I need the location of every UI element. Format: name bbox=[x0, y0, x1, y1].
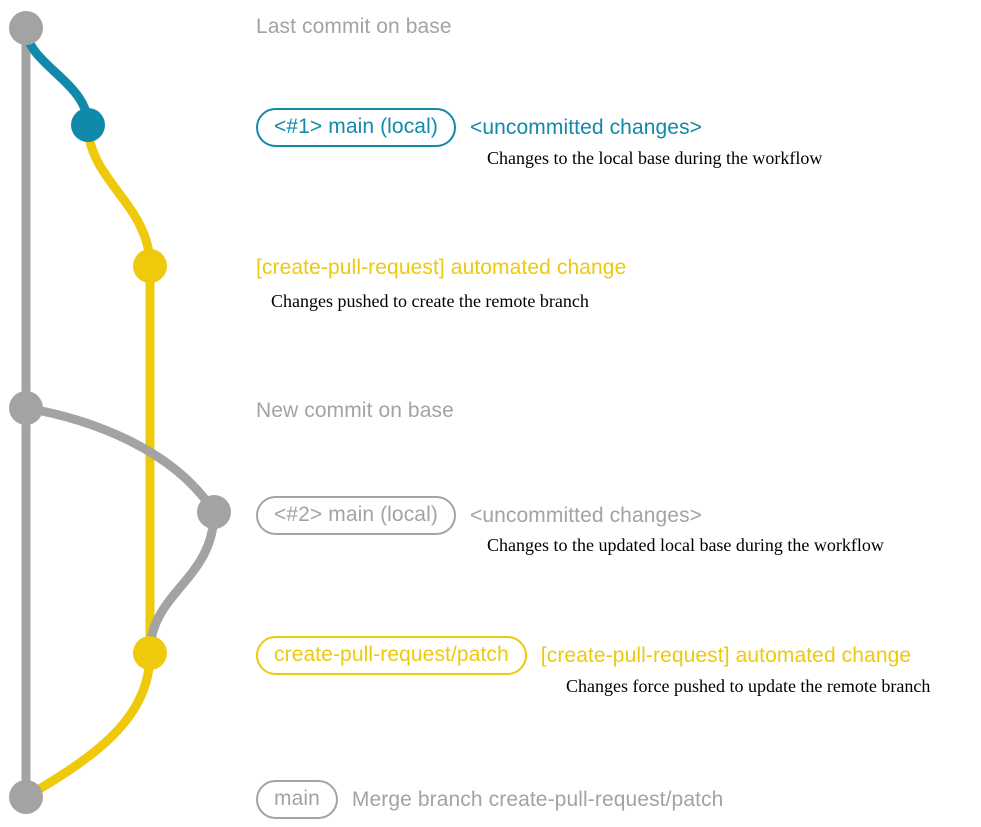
caption-local-change-2: Changes to the updated local base during… bbox=[487, 535, 884, 555]
edge-local2-to-cpr2 bbox=[145, 507, 219, 658]
node-local-2 bbox=[197, 495, 231, 529]
subject-merge-branch: Merge branch create-pull-request/patch bbox=[351, 788, 724, 811]
node-cpr-1 bbox=[133, 249, 167, 283]
subject-uncommitted-changes-2: <uncommitted changes> bbox=[469, 504, 703, 527]
node-merge bbox=[9, 780, 43, 814]
entry-merge-commit: main Merge branch create-pull-request/pa… bbox=[256, 780, 723, 819]
node-group bbox=[9, 11, 231, 814]
entry-local-change-1: <#1> main (local) <uncommitted changes> bbox=[256, 108, 702, 147]
subject-uncommitted-changes-1: <uncommitted changes> bbox=[469, 116, 703, 139]
caption-automated-change-2: Changes force pushed to update the remot… bbox=[566, 676, 931, 696]
subject-automated-change-2: [create-pull-request] automated change bbox=[540, 644, 912, 667]
edge-local1-to-cpr1 bbox=[83, 120, 155, 271]
node-base-new bbox=[9, 391, 43, 425]
headline-automated-change-1: [create-pull-request] automated change bbox=[256, 256, 627, 279]
badge-main[interactable]: main bbox=[256, 780, 338, 819]
edge-basenew-to-local2 bbox=[21, 403, 219, 517]
headline-last-commit-on-base: Last commit on base bbox=[256, 15, 452, 38]
entry-automated-change-2: create-pull-request/patch [create-pull-r… bbox=[256, 636, 911, 675]
badge-create-pull-request-patch[interactable]: create-pull-request/patch bbox=[256, 636, 527, 675]
badge-main-local-1[interactable]: <#1> main (local) bbox=[256, 108, 456, 147]
node-base-last bbox=[9, 11, 43, 45]
edge-cpr2-to-merge bbox=[21, 648, 155, 802]
headline-new-commit-on-base: New commit on base bbox=[256, 399, 454, 422]
badge-main-local-2[interactable]: <#2> main (local) bbox=[256, 496, 456, 535]
node-cpr-2 bbox=[133, 636, 167, 670]
entry-local-change-2: <#2> main (local) <uncommitted changes> bbox=[256, 496, 702, 535]
caption-local-change-1: Changes to the local base during the wor… bbox=[487, 148, 823, 168]
caption-automated-change-1: Changes pushed to create the remote bran… bbox=[271, 291, 589, 311]
node-local-1 bbox=[71, 108, 105, 142]
